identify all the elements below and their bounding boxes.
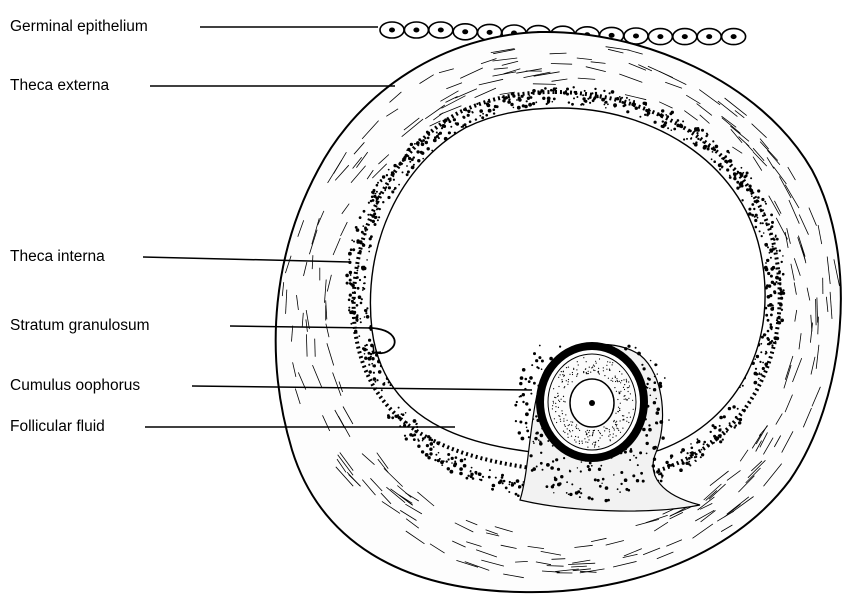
epithelium-cell	[404, 22, 428, 38]
label-follicular-fluid: Follicular fluid	[10, 418, 105, 436]
label-germinal-epithelium: Germinal epithelium	[10, 18, 148, 36]
epithelium-cell	[380, 22, 404, 38]
epithelium-cell	[429, 22, 453, 38]
epithelium-cell	[722, 29, 746, 45]
epithelium-cell	[697, 29, 721, 45]
epithelium-cell	[453, 24, 477, 40]
label-theca-interna: Theca interna	[10, 248, 105, 266]
label-theca-externa: Theca externa	[10, 77, 109, 95]
oocyte	[540, 346, 644, 458]
epithelium-cell	[673, 29, 697, 45]
epithelium-cell	[648, 29, 672, 45]
label-stratum-granulosum: Stratum granulosum	[10, 317, 150, 335]
label-cumulus-oophorus: Cumulus oophorus	[10, 377, 140, 395]
